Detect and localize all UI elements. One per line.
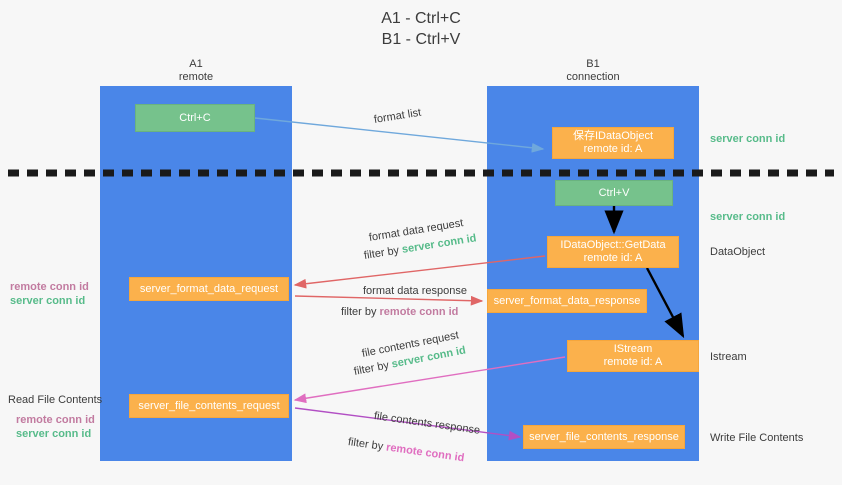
node-server-format-data-request-label: server_format_data_request <box>139 282 279 295</box>
right-label-write-file-contents: Write File Contents <box>710 431 803 445</box>
filter-by-text-3: filter by <box>352 359 390 378</box>
node-server-format-data-response-label: server_format_data_response <box>493 294 641 307</box>
right-label-istream: Istream <box>710 350 747 364</box>
annotation-format-list: format list <box>373 106 422 127</box>
left-label-remote-conn-id-1: remote conn id <box>10 280 89 294</box>
node-ctrl-v[interactable]: Ctrl+V <box>555 180 673 206</box>
right-label-server-conn-id-mid: server conn id <box>710 210 785 224</box>
annotation-file-contents-response: file contents response <box>373 409 481 438</box>
right-label-dataobject: DataObject <box>710 245 765 259</box>
node-getdata-line2: remote id: A <box>583 252 643 264</box>
node-server-format-data-response[interactable]: server_format_data_response <box>487 289 647 313</box>
left-label-read-file-contents-text: Read File Contents <box>8 394 103 406</box>
right-label-server-conn-id-top: server conn id <box>710 132 785 146</box>
left-label-remote-conn-id-1-text: remote conn id <box>10 281 89 293</box>
remote-conn-id-text-1: remote conn id <box>379 306 459 318</box>
remote-conn-id-text-2: remote conn id <box>385 441 466 465</box>
left-label-server-conn-id-1: server conn id <box>10 294 85 308</box>
node-server-file-contents-request-label: server_file_contents_request <box>138 399 280 412</box>
node-ctrl-c-label: Ctrl+C <box>179 111 211 124</box>
left-label-server-conn-id-2: server conn id <box>16 427 91 441</box>
annotation-format-list-text: format list <box>373 106 423 126</box>
right-label-dataobject-text: DataObject <box>710 246 766 258</box>
left-label-server-conn-id-2-text: server conn id <box>16 428 92 440</box>
node-server-file-contents-response-label: server_file_contents_response <box>529 430 679 443</box>
node-ctrl-c[interactable]: Ctrl+C <box>135 104 255 132</box>
node-idataobject-getdata[interactable]: IDataObject::GetData remote id: A <box>547 236 679 268</box>
lane-header-b1: B1 connection <box>521 58 665 84</box>
left-label-remote-conn-id-2-text: remote conn id <box>16 414 95 426</box>
node-save-idataobject[interactable]: 保存IDataObject remote id: A <box>552 127 674 159</box>
left-label-remote-conn-id-2: remote conn id <box>16 413 95 427</box>
node-istream[interactable]: IStream remote id: A <box>567 340 699 372</box>
filter-by-text-4: filter by <box>347 436 384 453</box>
filter-by-text-1: filter by <box>363 244 400 262</box>
title-line-1: A1 - Ctrl+C <box>381 10 461 27</box>
node-istream-line1: IStream <box>613 343 653 355</box>
lane-a1-sub: remote <box>178 71 214 83</box>
lane-b1-sub: connection <box>566 71 620 83</box>
node-server-file-contents-request[interactable]: server_file_contents_request <box>129 394 289 418</box>
left-label-read-file-contents: Read File Contents <box>8 393 102 407</box>
annotation-file-contents-response-text: file contents response <box>373 410 481 437</box>
lane-header-a1: A1 remote <box>124 58 268 84</box>
lane-a1-name: A1 <box>189 58 203 70</box>
node-save-idataobject-line2: remote id: A <box>583 143 643 155</box>
annotation-file-contents-response-filter: filter by remote conn id <box>347 435 465 465</box>
diagram-title: A1 - Ctrl+C B1 - Ctrl+V <box>0 8 842 50</box>
right-label-server-conn-id-mid-text: server conn id <box>710 211 786 223</box>
filter-by-text-2: filter by <box>341 306 377 318</box>
left-label-server-conn-id-1-text: server conn id <box>10 295 86 307</box>
node-getdata-line1: IDataObject::GetData <box>560 239 666 251</box>
node-save-idataobject-line1: 保存IDataObject <box>572 130 654 142</box>
title-line-2: B1 - Ctrl+V <box>381 31 461 48</box>
annotation-format-data-response-filter: filter by remote conn id <box>341 305 458 319</box>
node-ctrl-v-label: Ctrl+V <box>598 186 630 199</box>
node-istream-line2: remote id: A <box>603 356 663 368</box>
node-server-format-data-request[interactable]: server_format_data_request <box>129 277 289 301</box>
annotation-format-data-response: format data response <box>363 284 467 298</box>
annotation-format-data-response-text: format data response <box>363 285 467 297</box>
right-label-istream-text: Istream <box>710 351 747 363</box>
right-label-server-conn-id-top-text: server conn id <box>710 133 786 145</box>
node-server-file-contents-response[interactable]: server_file_contents_response <box>523 425 685 449</box>
lane-b1-name: B1 <box>586 58 600 70</box>
right-label-write-file-contents-text: Write File Contents <box>710 432 804 444</box>
